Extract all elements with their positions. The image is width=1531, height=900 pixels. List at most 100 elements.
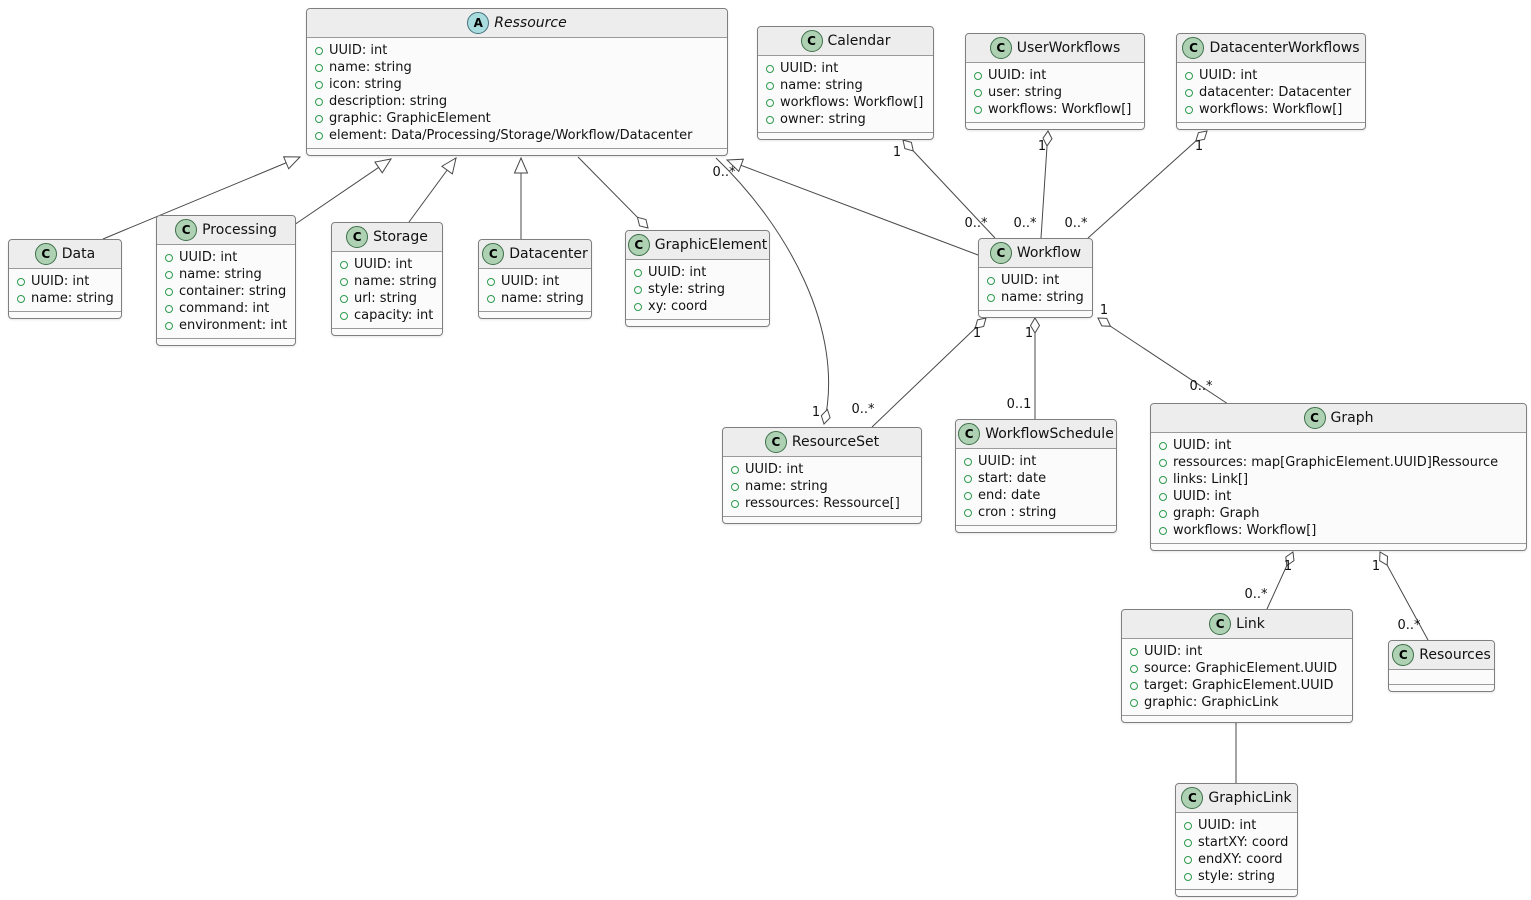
class-letter-icon: C	[346, 226, 369, 248]
field-visibility-icon	[1185, 71, 1193, 80]
attribute-text: capacity: int	[354, 308, 434, 323]
aggregation-diamond-icon	[820, 408, 831, 425]
attribute-text: UUID: int	[1198, 818, 1257, 833]
field-visibility-icon	[315, 97, 323, 106]
multiplicity-label: 1	[893, 145, 901, 160]
attribute-row: UUID: int	[964, 453, 1108, 470]
class-letter-icon: C	[764, 431, 787, 453]
attribute-text: name: string	[1001, 290, 1084, 305]
attribute-text: datacenter: Datacenter	[1199, 85, 1352, 100]
class-methods-compartment	[723, 517, 921, 523]
calendar-aggregates-workflow	[902, 139, 996, 239]
attribute-row: target: GraphicElement.UUID	[1130, 677, 1344, 694]
field-visibility-icon	[974, 71, 982, 80]
field-visibility-icon	[964, 474, 972, 483]
generalization-arrowhead-icon	[282, 156, 302, 170]
class-letter-icon: C	[1303, 407, 1326, 429]
attribute-text: graphic: GraphicLink	[1144, 695, 1279, 710]
multiplicity-label: 0..*	[1064, 216, 1088, 231]
class-name: WorkflowSchedule	[985, 426, 1114, 442]
class-methods-compartment	[758, 133, 933, 139]
attribute-text: UUID: int	[745, 462, 804, 477]
field-visibility-icon	[315, 131, 323, 140]
attribute-text: workflows: Workflow[]	[1199, 102, 1343, 117]
workflow-extends-ressource	[726, 159, 979, 256]
field-visibility-icon	[1159, 492, 1167, 501]
class-name: ResourceSet	[791, 434, 880, 450]
attribute-row: UUID: int	[315, 42, 719, 59]
multiplicity-label: 0..1	[1007, 397, 1032, 412]
field-visibility-icon	[1184, 821, 1192, 830]
attribute-row: ressources: map[GraphicElement.UUID]Ress…	[1159, 454, 1518, 471]
graph-aggregates-resources	[1379, 551, 1429, 641]
class-letter-icon: C	[800, 30, 823, 52]
field-visibility-icon	[165, 253, 173, 262]
ressource-graphicelement-aggregation	[577, 156, 649, 229]
datacenterworkflows-aggregates-workflow	[1087, 130, 1208, 239]
field-visibility-icon	[1130, 647, 1138, 656]
attribute-text: graphic: GraphicElement	[329, 111, 491, 126]
attribute-text: UUID: int	[978, 454, 1037, 469]
attribute-text: container: string	[179, 284, 287, 299]
field-visibility-icon	[487, 277, 495, 286]
attribute-row: xy: coord	[634, 298, 761, 315]
attribute-text: user: string	[988, 85, 1062, 100]
class-methods-compartment	[1176, 890, 1297, 896]
field-visibility-icon	[1130, 698, 1138, 707]
attribute-row: name: string	[165, 266, 287, 283]
attribute-text: workflows: Workflow[]	[780, 95, 924, 110]
attribute-text: name: string	[780, 78, 863, 93]
field-visibility-icon	[731, 499, 739, 508]
attribute-text: owner: string	[780, 112, 866, 127]
attribute-row: description: string	[315, 93, 719, 110]
field-visibility-icon	[634, 302, 642, 311]
class-name: Data	[61, 246, 96, 262]
class-name: Datacenter	[509, 246, 588, 262]
processing-extends-ressource	[293, 158, 392, 226]
attribute-text: end: date	[978, 488, 1041, 503]
class-letter-icon: C	[1209, 613, 1232, 635]
field-visibility-icon	[340, 311, 348, 320]
aggregation-diamond-icon	[902, 139, 914, 152]
field-visibility-icon	[1184, 838, 1192, 847]
field-visibility-icon	[731, 465, 739, 474]
field-visibility-icon	[987, 276, 995, 285]
attribute-row: name: string	[340, 273, 437, 290]
attribute-row: capacity: int	[340, 307, 434, 324]
field-visibility-icon	[17, 294, 25, 303]
attribute-row: element: Data/Processing/Storage/Workflo…	[315, 127, 719, 144]
attribute-text: ressources: map[GraphicElement.UUID]Ress…	[1173, 455, 1499, 470]
aggregation-diamond-icon	[974, 317, 987, 330]
attribute-row: source: GraphicElement.UUID	[1130, 660, 1344, 677]
attribute-text: description: string	[329, 94, 448, 109]
attribute-text: UUID: int	[648, 265, 707, 280]
attribute-text: name: string	[179, 267, 262, 282]
class-methods-compartment	[979, 311, 1092, 317]
class-methods-compartment	[1151, 544, 1526, 550]
attribute-row: cron : string	[964, 504, 1108, 521]
attribute-row: style: string	[1184, 868, 1289, 885]
class-letter-icon: C	[989, 37, 1012, 59]
attribute-text: UUID: int	[31, 274, 90, 289]
field-visibility-icon	[766, 98, 774, 107]
attribute-row: start: date	[964, 470, 1108, 487]
attribute-row: url: string	[340, 290, 434, 307]
attribute-text: endXY: coord	[1198, 852, 1283, 867]
